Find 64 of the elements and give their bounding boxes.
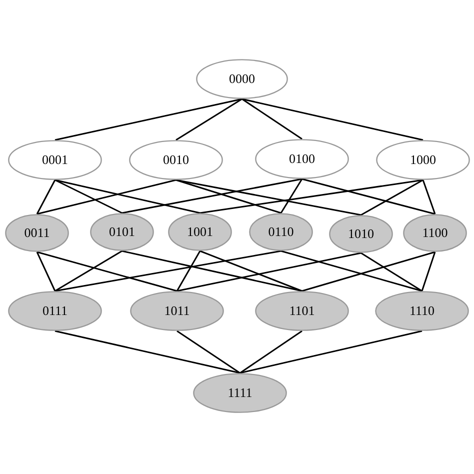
node-label: 1100 (422, 225, 448, 241)
connector-line (36, 252, 56, 292)
node-label: 0111 (42, 303, 68, 319)
node-label: 1111 (228, 385, 252, 401)
node-label: 1110 (409, 303, 435, 319)
connector-line (54, 98, 242, 141)
connector-line (242, 98, 424, 141)
connector-line (54, 179, 200, 214)
connector-line (280, 178, 303, 214)
node-label: 0101 (109, 224, 135, 240)
connector-line (200, 179, 424, 214)
connector-line (54, 330, 240, 374)
connector-line (302, 251, 436, 292)
node-label: 1011 (164, 303, 190, 319)
connector-line (176, 179, 362, 216)
connector-line (422, 180, 436, 214)
connector-line (36, 180, 56, 214)
connector-line (176, 252, 362, 292)
connector-line (240, 330, 302, 374)
node-label: 1101 (289, 303, 315, 319)
ellipse-node (90, 213, 154, 251)
connector-line (360, 179, 424, 216)
node-label: 1000 (410, 152, 436, 168)
ellipse-node (376, 140, 470, 180)
ellipse-node (196, 59, 288, 99)
node-label: 0010 (163, 152, 189, 168)
ellipse-node (329, 215, 393, 253)
ellipse-node (255, 291, 349, 331)
connector-line (176, 179, 282, 214)
connector-line (200, 250, 302, 292)
node-label: 1010 (348, 226, 374, 242)
connector-line (54, 250, 282, 292)
ellipse-node (130, 291, 224, 331)
connector-line (240, 330, 422, 374)
connector-line (54, 179, 122, 214)
ellipse-node (168, 213, 232, 251)
connector-line (122, 250, 302, 292)
connector-line (242, 98, 302, 140)
ellipse-node (8, 291, 102, 331)
ellipse-node (255, 139, 349, 179)
connector-line (36, 251, 178, 292)
ellipse-node (193, 373, 287, 413)
connector-line (176, 250, 201, 292)
connector-line (176, 330, 240, 374)
node-label: 0110 (268, 224, 294, 240)
ellipse-node (5, 214, 69, 252)
ellipse-node (8, 140, 102, 180)
connector-line (176, 98, 242, 141)
node-label: 1001 (187, 224, 213, 240)
node-label: 0001 (42, 152, 68, 168)
connector-line (54, 250, 122, 292)
connector-line (36, 179, 176, 215)
connector-line (280, 250, 422, 292)
node-label: 0100 (289, 151, 315, 167)
connector-line (302, 178, 436, 215)
ellipse-node (403, 214, 467, 252)
ellipse-node (375, 291, 469, 331)
connector-line (122, 178, 302, 214)
connector-line (421, 252, 436, 292)
node-label: 0000 (229, 71, 255, 87)
ellipse-node (249, 213, 313, 251)
node-label: 0011 (24, 225, 50, 241)
ellipse-node (129, 140, 223, 180)
connector-line (360, 252, 422, 292)
